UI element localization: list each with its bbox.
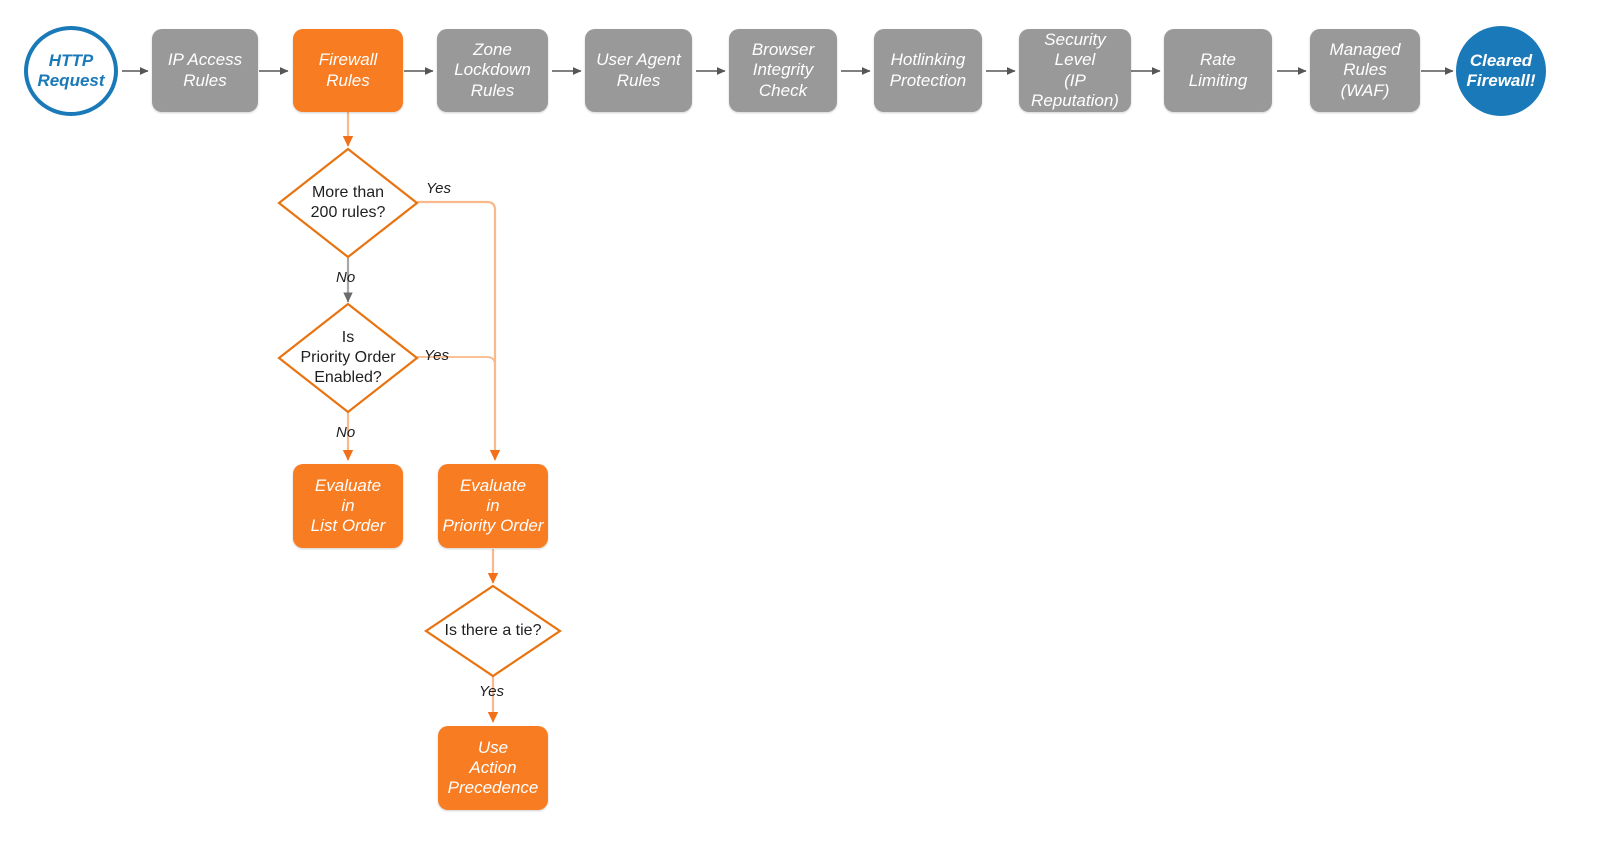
edge-priority-order-yes <box>417 356 496 420</box>
node-http-request[interactable]: HTTP Request <box>24 26 118 116</box>
edge-label-tie-yes: Yes <box>479 683 505 700</box>
node-firewall-rules-label: Firewall Rules <box>318 50 378 90</box>
node-cleared-firewall-label: Cleared Firewall! <box>1466 50 1536 90</box>
node-hotlinking-protection[interactable]: Hotlinking Protection <box>874 29 982 112</box>
decision-is-priority-order-enabled[interactable]: Is Priority Order Enabled? <box>277 302 419 414</box>
node-ip-access-rules-label: IP Access Rules <box>167 50 243 90</box>
node-user-agent-rules-label: User Agent Rules <box>596 50 681 90</box>
edge-label-priority-order-yes: Yes <box>424 347 450 364</box>
node-zone-lockdown-rules-label: Zone Lockdown Rules <box>454 40 531 100</box>
decision-is-there-a-tie[interactable]: Is there a tie? <box>424 584 562 678</box>
edge-label-more-than-200-yes: Yes <box>426 180 452 197</box>
decision-is-priority-order-enabled-shape <box>277 302 419 414</box>
decision-more-than-200-rules-shape <box>277 147 419 259</box>
node-managed-rules-waf-label: Managed Rules (WAF) <box>1329 40 1401 100</box>
node-firewall-rules[interactable]: Firewall Rules <box>293 29 403 112</box>
node-evaluate-in-priority-order-label: Evaluate in Priority Order <box>442 475 544 536</box>
node-rate-limiting[interactable]: Rate Limiting <box>1164 29 1272 112</box>
node-zone-lockdown-rules[interactable]: Zone Lockdown Rules <box>437 29 548 112</box>
node-evaluate-in-list-order-label: Evaluate in List Order <box>310 475 386 536</box>
decision-more-than-200-rules[interactable]: More than 200 rules? <box>277 147 419 259</box>
node-browser-integrity-check[interactable]: Browser Integrity Check <box>729 29 837 112</box>
node-use-action-precedence[interactable]: Use Action Precedence <box>438 726 548 810</box>
node-managed-rules-waf[interactable]: Managed Rules (WAF) <box>1310 29 1420 112</box>
decision-is-there-a-tie-shape <box>424 584 562 678</box>
node-hotlinking-protection-label: Hotlinking Protection <box>889 50 967 90</box>
node-http-request-label: HTTP Request <box>37 50 105 90</box>
node-use-action-precedence-label: Use Action Precedence <box>447 737 539 798</box>
node-security-level-label: Security Level (IP Reputation) <box>1031 30 1119 110</box>
edge-label-more-than-200-no: No <box>336 269 356 286</box>
decision-is-there-a-tie-label: Is there a tie? <box>444 622 542 639</box>
edge-more-than-200-yes <box>417 200 501 461</box>
node-rate-limiting-label: Rate Limiting <box>1188 50 1248 90</box>
decision-more-than-200-rules-label: More than 200 rules? <box>310 184 386 221</box>
node-user-agent-rules[interactable]: User Agent Rules <box>585 29 692 112</box>
node-security-level[interactable]: Security Level (IP Reputation) <box>1019 29 1131 112</box>
node-evaluate-in-list-order[interactable]: Evaluate in List Order <box>293 464 403 548</box>
decision-is-priority-order-enabled-label: Is Priority Order Enabled? <box>300 329 396 386</box>
node-browser-integrity-check-label: Browser Integrity Check <box>751 40 815 100</box>
edge-label-priority-order-no: No <box>336 424 356 441</box>
node-evaluate-in-priority-order[interactable]: Evaluate in Priority Order <box>438 464 548 548</box>
node-cleared-firewall[interactable]: Cleared Firewall! <box>1456 26 1546 116</box>
node-ip-access-rules[interactable]: IP Access Rules <box>152 29 258 112</box>
